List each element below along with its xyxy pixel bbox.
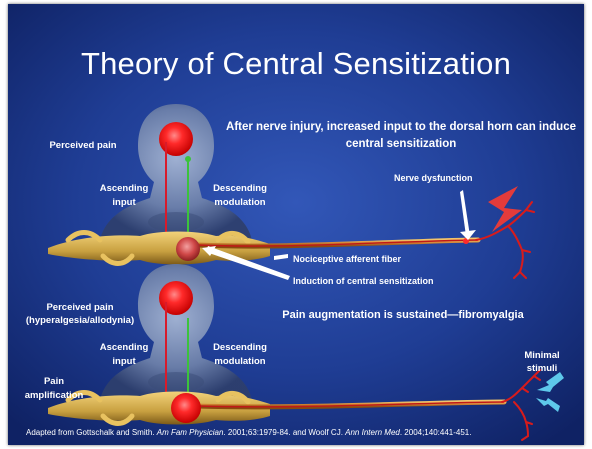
- citation-journal1: Am Fam Physician: [157, 428, 224, 437]
- slide-title: Theory of Central Sensitization: [8, 46, 584, 82]
- label-descending-top: Descending modulation: [203, 182, 277, 210]
- label-ascending-bottom: Ascending input: [94, 341, 154, 369]
- dorsal-horn-bottom-icon: [171, 393, 201, 423]
- citation-part3: . 2004;140:441-451.: [400, 428, 472, 437]
- label-nerve-dysfunction: Nerve dysfunction: [394, 173, 473, 183]
- pain-brain-bottom-icon: [159, 281, 193, 315]
- augmentation-heading: Pain augmentation is sustained—fibromyal…: [233, 309, 573, 321]
- label-descending-bottom: Descending modulation: [203, 341, 277, 369]
- label-perceived-pain-bottom: Perceived pain (hyperalgesia/allodynia): [14, 301, 146, 327]
- label-ascending-top: Ascending input: [94, 182, 154, 210]
- label-nociceptive-fiber: Nociceptive afferent fiber: [293, 254, 401, 264]
- sensitization-header: After nerve injury, increased input to t…: [223, 119, 579, 153]
- citation-part1: Adapted from Gottschalk and Smith.: [26, 428, 157, 437]
- dorsal-horn-top-icon: [176, 237, 200, 261]
- citation: Adapted from Gottschalk and Smith. Am Fa…: [26, 428, 471, 437]
- label-induction: Induction of central sensitization: [293, 276, 434, 286]
- label-minimal-stimuli: Minimal stimuli: [512, 349, 572, 375]
- label-perceived-pain-top: Perceived pain: [28, 140, 138, 151]
- pain-brain-top-icon: [159, 122, 193, 156]
- label-pain-amplification: Pain amplification: [22, 375, 86, 403]
- citation-journal2: Ann Intern Med: [345, 428, 400, 437]
- citation-part2: . 2001;63:1979-84. and Woolf CJ.: [223, 428, 345, 437]
- slide: Theory of Central Sensitization After ne…: [8, 4, 584, 445]
